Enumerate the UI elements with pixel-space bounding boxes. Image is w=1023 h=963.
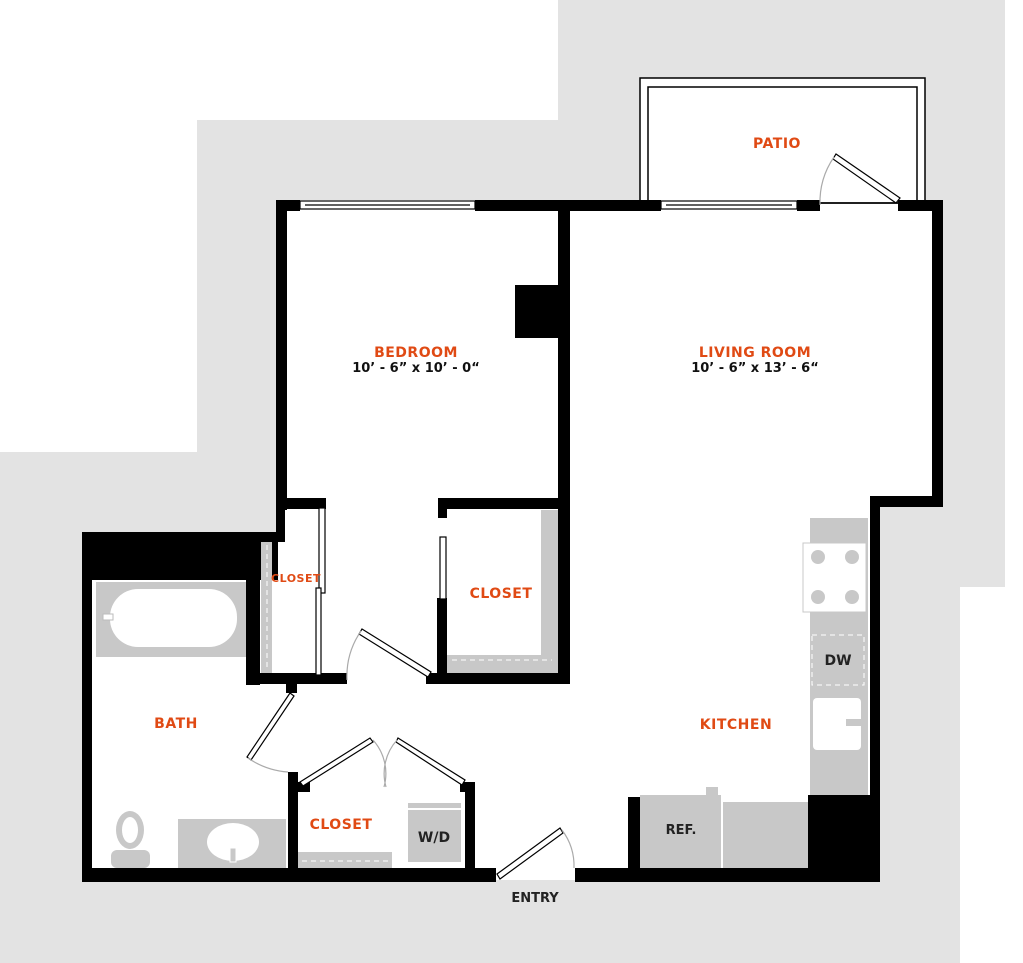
living-room-dimensions: 10’ - 6” x 13’ - 6“ xyxy=(691,361,819,376)
washer-dryer-label: W/D xyxy=(418,830,450,846)
bedroom-closet-label: CLOSET xyxy=(470,586,533,602)
entry-label: ENTRY xyxy=(511,891,559,906)
bedroom-dimensions: 10’ - 6” x 10’ - 0“ xyxy=(352,361,480,376)
small-closet-label: CLOSET xyxy=(271,572,321,585)
walls xyxy=(82,200,943,882)
windows xyxy=(299,200,798,210)
fixtures xyxy=(96,510,868,868)
kitchen-sink xyxy=(813,698,861,750)
hall-closet-label: CLOSET xyxy=(310,817,373,833)
patio-label: PATIO xyxy=(753,136,801,152)
unit-interior xyxy=(82,200,940,880)
washer-dryer xyxy=(408,810,461,862)
living-room-label: LIVING ROOM xyxy=(699,345,811,361)
doors xyxy=(246,153,901,880)
kitchen-label: KITCHEN xyxy=(700,717,772,733)
refrigerator xyxy=(640,795,721,868)
bedroom-label: BEDROOM xyxy=(374,345,458,361)
dishwasher-label: DW xyxy=(824,653,851,669)
bath-label: BATH xyxy=(154,716,198,732)
dishwasher xyxy=(811,634,865,686)
refrigerator-label: REF. xyxy=(666,823,697,838)
